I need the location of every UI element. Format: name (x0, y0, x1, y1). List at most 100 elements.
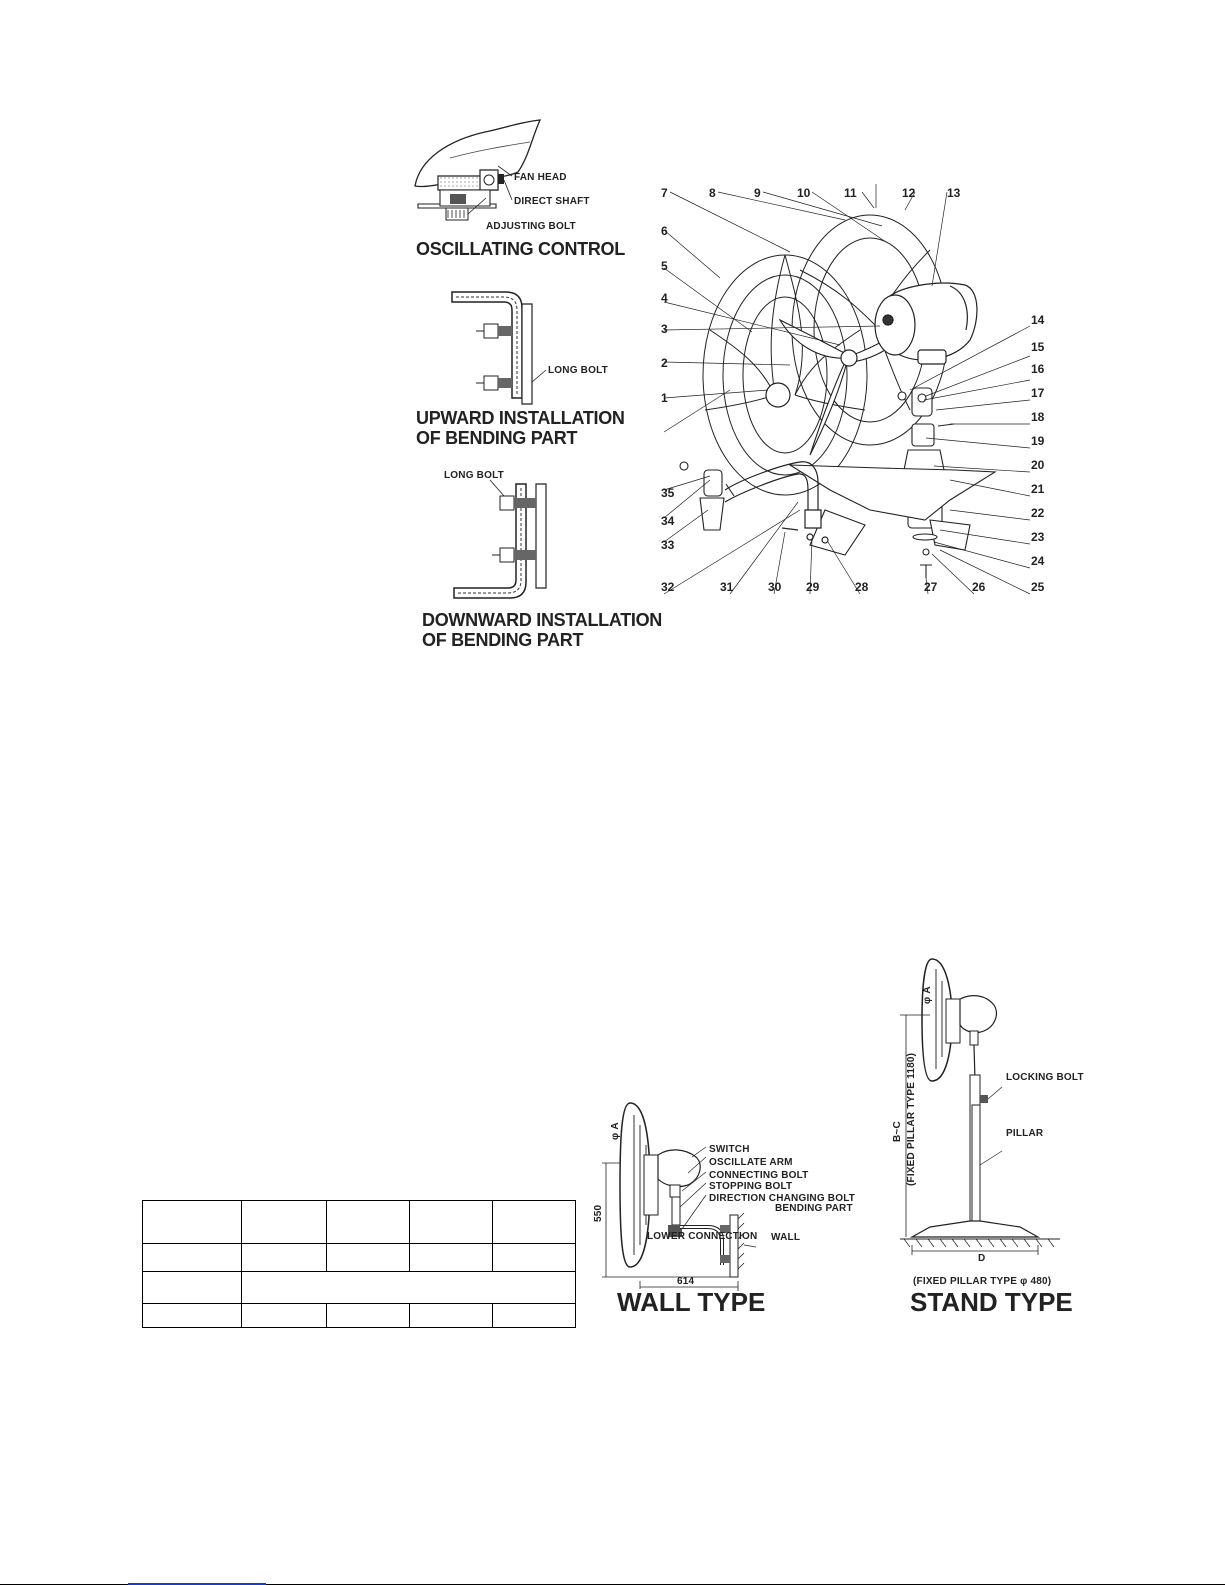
label-fixed-pillar-height: (FIXED PILLAR TYPE 1180) (906, 1052, 917, 1186)
label-connecting-bolt: CONNECTING BOLT (709, 1170, 809, 1181)
label-long-bolt-downward: LONG BOLT (444, 470, 504, 481)
part-number-30: 30 (768, 580, 782, 594)
wall-type-drawing (600, 1095, 840, 1295)
part-number-32: 32 (661, 580, 675, 594)
oscillating-control-drawing (410, 118, 610, 228)
label-wall-height: 550 (593, 1204, 604, 1222)
label-base-d: D (978, 1253, 986, 1264)
label-oscillate-arm: OSCILLATE ARM (709, 1157, 793, 1168)
part-number-5: 5 (661, 259, 668, 273)
part-number-27: 27 (924, 580, 938, 594)
part-number-2: 2 (661, 356, 668, 370)
label-direction-changing-bolt: DIRECTION CHANGING BOLT (709, 1193, 856, 1204)
bending-arm (725, 462, 828, 543)
part-number-35: 35 (661, 486, 675, 500)
part-number-18: 18 (1031, 410, 1045, 424)
part-number-31: 31 (720, 580, 734, 594)
table-cell (409, 1243, 493, 1272)
label-direct-shaft: DIRECT SHAFT (514, 196, 590, 207)
table-cell (326, 1303, 410, 1328)
label-stand-phi-a: φ A (922, 986, 933, 1004)
part-number-25: 25 (1031, 580, 1045, 594)
part-number-4: 4 (661, 291, 668, 305)
spec-table (142, 1200, 576, 1328)
table-cell (142, 1200, 242, 1244)
wall-bracket (680, 462, 734, 530)
table-cell (326, 1243, 410, 1272)
label-switch: SWITCH (709, 1144, 750, 1155)
caption-downward-installation-2: OF BENDING PART (422, 630, 584, 650)
label-locking-bolt: LOCKING BOLT (1006, 1072, 1084, 1083)
part-number-15: 15 (1031, 340, 1045, 354)
part-number-21: 21 (1031, 482, 1045, 496)
label-lower-connection: LOWER CONNECTION (647, 1231, 758, 1242)
part-number-9: 9 (754, 186, 761, 200)
table-row (142, 1271, 576, 1304)
part-number-11: 11 (844, 186, 857, 200)
label-wall-phi-a: φ A (610, 1122, 621, 1140)
table-row (142, 1303, 576, 1328)
table-cell (241, 1271, 576, 1304)
table-cell (409, 1303, 493, 1328)
exploded-view-drawing (650, 180, 1070, 600)
upward-installation-drawing (450, 286, 550, 406)
part-number-34: 34 (661, 514, 675, 528)
table-cell (326, 1200, 410, 1244)
part-number-14: 14 (1031, 313, 1045, 327)
part-number-26: 26 (972, 580, 986, 594)
caption-oscillating-control: OSCILLATING CONTROL (416, 239, 625, 259)
part-number-23: 23 (1031, 530, 1045, 544)
table-cell (142, 1303, 242, 1328)
part-number-20: 20 (1031, 458, 1045, 472)
table-row (142, 1200, 576, 1244)
caption-wall-type: WALL TYPE (617, 1287, 766, 1317)
part-number-16: 16 (1031, 362, 1045, 376)
label-stopping-bolt: STOPPING BOLT (709, 1181, 793, 1192)
part-number-29: 29 (806, 580, 820, 594)
table-cell (492, 1303, 576, 1328)
label-fixed-pillar-base: (FIXED PILLAR TYPE φ 480) (913, 1276, 1052, 1287)
part-number-6: 6 (661, 224, 668, 238)
part-number-24: 24 (1031, 554, 1045, 568)
part-number-8: 8 (709, 186, 716, 200)
part-number-17: 17 (1031, 386, 1045, 400)
caption-downward-installation-1: DOWNWARD INSTALLATION (422, 610, 662, 630)
part-number-22: 22 (1031, 506, 1045, 520)
table-cell (241, 1200, 327, 1244)
part-number-33: 33 (661, 538, 675, 552)
base (790, 465, 995, 578)
table-cell (142, 1271, 242, 1304)
label-wall-width: 614 (677, 1276, 695, 1287)
caption-upward-installation-1: UPWARD INSTALLATION (416, 408, 625, 428)
part-number-3: 3 (661, 322, 668, 336)
part-number-1: 1 (661, 391, 668, 405)
label-adjusting-bolt: ADJUSTING BOLT (486, 221, 576, 232)
stand-type-drawing (890, 955, 1090, 1285)
motor-housing (875, 283, 977, 364)
caption-stand-type: STAND TYPE (910, 1287, 1073, 1317)
label-bending-part: BENDING PART (775, 1203, 853, 1214)
blade (780, 310, 925, 455)
label-long-bolt-upward: LONG BOLT (548, 365, 608, 376)
table-cell (492, 1200, 576, 1244)
table-cell (142, 1243, 242, 1272)
part-number-7: 7 (661, 186, 668, 200)
table-cell (492, 1243, 576, 1272)
label-fan-head: FAN HEAD (514, 172, 567, 183)
part-number-28: 28 (855, 580, 869, 594)
downward-installation-drawing (450, 476, 560, 606)
part-number-19: 19 (1031, 434, 1045, 448)
part-number-10: 10 (797, 186, 811, 200)
footer-link-underline[interactable] (128, 1583, 266, 1585)
table-cell (241, 1243, 327, 1272)
caption-upward-installation-2: OF BENDING PART (416, 428, 578, 448)
table-row (142, 1243, 576, 1272)
table-cell (409, 1200, 493, 1244)
label-pillar: PILLAR (1006, 1128, 1044, 1139)
label-stand-height-range: B~C (892, 1121, 903, 1142)
part-number-12: 12 (902, 186, 916, 200)
label-wall: WALL (771, 1232, 801, 1243)
table-cell (241, 1303, 327, 1328)
part-number-13: 13 (947, 186, 961, 200)
